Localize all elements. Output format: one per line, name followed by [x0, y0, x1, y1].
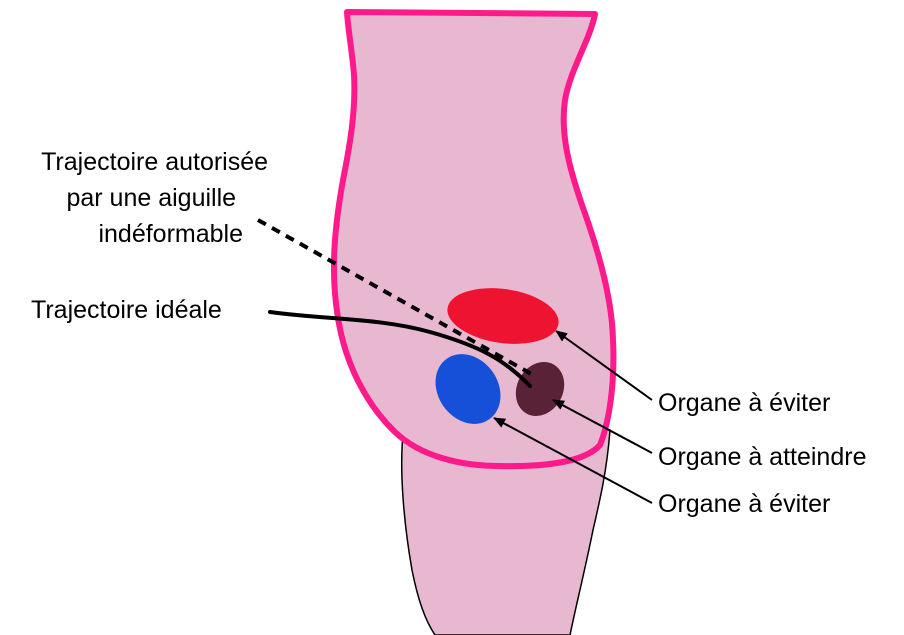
- label-organ-target: Organe à atteindre: [658, 443, 866, 471]
- label-authorized-line-1: Trajectoire autorisée: [41, 148, 268, 176]
- label-organ-avoid-bottom: Organe à éviter: [658, 490, 830, 518]
- label-organ-avoid-top: Organe à éviter: [658, 389, 830, 417]
- label-authorized-line-2: par une aiguille: [66, 184, 236, 212]
- svg-text:Trajectoire autorisée par: Trajectoire autorisée par une aiguille i…: [41, 148, 275, 248]
- label-ideal-trajectory: Trajectoire idéale: [31, 296, 222, 324]
- label-authorized-line-3: indéformable: [98, 220, 243, 248]
